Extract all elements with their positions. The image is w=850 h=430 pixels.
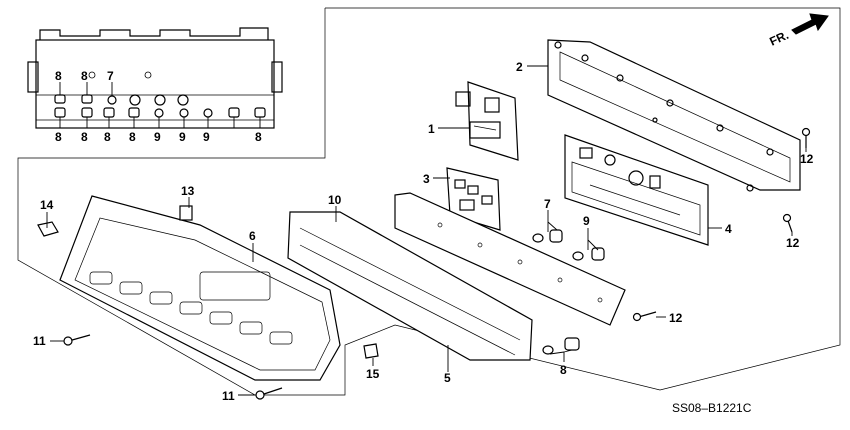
part-screw-11b [255,387,283,400]
callout-4: 4 [725,222,732,236]
callout-inset-8a: 8 [55,69,62,83]
callout-inset-9c: 9 [203,130,210,144]
part-clip-15 [363,343,379,359]
bezel-button-openings [89,271,293,345]
part-switch-module [564,134,709,246]
callout-9: 9 [583,214,590,228]
callout-6: 6 [249,229,256,243]
part-screw-12c [632,311,657,322]
part-screw-11a [63,334,91,346]
callout-inset-8f: 8 [129,130,136,144]
part-clip-13 [179,205,193,221]
part-front-bezel [59,195,341,381]
part-screw-12a [801,127,811,148]
callout-12b: 12 [786,236,800,250]
callout-14: 14 [40,198,54,212]
callout-inset-8c: 8 [55,130,62,144]
callout-inset-8g: 8 [255,130,262,144]
callout-12a: 12 [800,152,814,166]
front-direction-label: FR. [767,28,790,49]
callout-8: 8 [560,363,567,377]
callout-10: 10 [328,193,342,207]
callout-13: 13 [181,184,195,198]
callout-3: 3 [423,172,430,186]
callout-inset-8b: 8 [81,69,88,83]
callout-11a: 11 [33,334,46,348]
part-clip-14 [37,221,59,237]
part-bulb-7 [532,229,563,243]
part-circuit-strip [394,192,626,326]
callout-2: 2 [516,60,523,74]
callout-inset-9a: 9 [154,130,161,144]
callout-15: 15 [366,367,380,381]
callout-12c: 12 [669,311,683,325]
callout-1: 1 [428,122,435,136]
part-bulb-9 [572,247,605,261]
assembly-boundary [17,7,841,396]
callout-11b: 11 [222,389,235,403]
callout-5: 5 [444,371,451,385]
part-sub-circuit-board [446,167,501,231]
part-control-unit [455,81,519,161]
callout-7: 7 [544,197,551,211]
callout-inset-9b: 9 [179,130,186,144]
diagram-code: SS08–B1221C [672,401,752,415]
inset-rear-view [27,27,283,129]
callout-inset-8d: 8 [81,130,88,144]
part-screw-12b [782,213,793,233]
front-direction-arrow: FR. [767,13,829,49]
callout-inset-8e: 8 [104,130,111,144]
part-light-guide [287,211,533,361]
callout-inset-7: 7 [107,69,114,83]
part-rear-housing [547,39,801,192]
part-bulb-8 [542,337,580,355]
